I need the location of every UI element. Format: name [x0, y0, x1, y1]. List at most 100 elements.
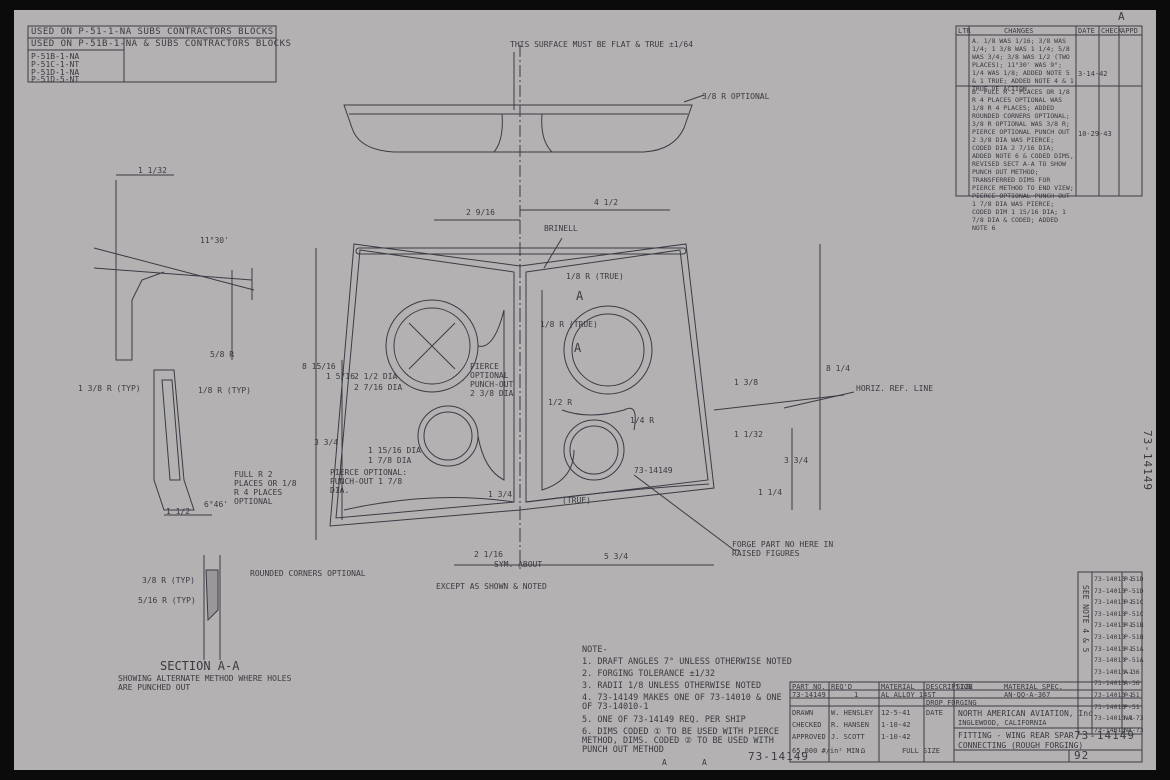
tb-label-approved: APPROVED	[792, 733, 826, 741]
flat-true-note: THIS SURFACE MUST BE FLAT & TRUE ±1/64	[510, 40, 694, 49]
margin-right-number: 73-14149	[1141, 430, 1154, 491]
true-label-1: 1/8 R (TRUE)	[566, 272, 624, 281]
section-marker-a2: A	[574, 341, 582, 355]
tb-label-drawn: DRAWN	[792, 709, 814, 717]
dim-3-3-4: 3 3/4	[784, 456, 809, 465]
tb-label-size: SIZE	[956, 683, 973, 691]
dash-table-model: P-51B	[1124, 621, 1144, 630]
tb-item: DROP FORGING	[926, 699, 977, 707]
revision-block-box	[955, 25, 1143, 197]
angle-label: 6°46'	[204, 500, 229, 509]
dia-upper-2: 2 7/16 DIA	[354, 383, 403, 392]
sym-about-label: SYM. ABOUT	[494, 560, 543, 569]
dash-table-part: 73-14010-1	[1094, 714, 1134, 723]
rev-a-text: A. 1/8 WAS 1/16; 3/8 WAS 1/4; 1 3/8 WAS …	[972, 37, 1074, 93]
dash-table-model: P-51A	[1124, 656, 1144, 665]
tb-strength: 65,000 #/in² MIN.	[792, 747, 864, 755]
part-ref-label: 73-14149	[634, 466, 673, 475]
dash-table-model: P-51B	[1124, 633, 1144, 641]
rev-header-ltr: LTR	[958, 27, 971, 35]
dash-table-model: P-51	[1124, 702, 1140, 711]
tb-size: G	[861, 747, 866, 755]
dim-1-1-4: 1 1/4	[758, 488, 783, 497]
dim-8-15-16: 8 15/16	[302, 362, 336, 371]
typ-label-3: 3/8 R (TYP)	[142, 576, 195, 585]
note-item: 4. 73-14149 MAKES ONE OF 73-14010 & ONE …	[582, 693, 782, 712]
tb-scale: FULL SIZE	[902, 747, 940, 755]
rev-header-changes: CHANGES	[1004, 27, 1034, 35]
used-on-box	[27, 25, 277, 83]
tb-date: 1-10-42	[881, 733, 911, 741]
dash-table-side-label: SEE NOTE 4 & 5	[1081, 585, 1090, 653]
margin-bottom-mark: A	[702, 758, 707, 767]
true-label-2: 1/8 R (TRUE)	[540, 320, 598, 329]
dash-table-part: 73-14010-1	[1094, 598, 1134, 607]
margin-bottom-number: 73-14149	[748, 750, 809, 763]
used-on-item: P-51C-1-NT	[31, 60, 80, 69]
tb-dwg-no: 73-14149	[1074, 729, 1135, 742]
tb-title-1: FITTING - WING REAR SPAR	[958, 731, 1074, 740]
typ-label-4: 5/16 R (TYP)	[138, 596, 196, 605]
rev-header-date: DATE	[1078, 27, 1095, 35]
tb-material: AL ALLOY 14ST	[881, 691, 936, 699]
tb-date: 1-10-42	[881, 721, 911, 729]
dash-table-model: A-36	[1124, 679, 1140, 688]
dash-table-part: 73-14010	[1094, 702, 1126, 711]
used-on-line-1: USED ON P-51-1-NA SUBS CONTRACTORS BLOCK…	[31, 27, 274, 37]
dim-1-1-2: 1 1/2	[166, 507, 191, 516]
tb-date: 12-5-41	[881, 709, 911, 717]
tb-sheet: 92	[1074, 749, 1090, 762]
dim-1-3-8: 1 3/8	[734, 378, 759, 387]
forge-part-note: FORGE PART NO HERE IN RAISED FIGURES	[732, 540, 834, 558]
tb-name: W. HENSLEY	[831, 709, 874, 717]
drawing-lines	[27, 25, 1143, 763]
tb-label-reqd: REQ'D	[831, 683, 853, 691]
dim-1-1-32: 1 1/32	[734, 430, 763, 439]
dash-table-part: 73-14010	[1094, 609, 1126, 618]
rev-a-date: 3-14-42	[1078, 70, 1108, 78]
dash-table-part: 73-14010-1	[1094, 691, 1134, 699]
tb-label-material: MATERIAL	[881, 683, 915, 691]
pierce-upper-label: PIERCE OPTIONAL PUNCH-OUT 2 3/8 DIA	[470, 362, 514, 398]
except-label: EXCEPT AS SHOWN & NOTED	[436, 582, 547, 591]
dim-1-3-4: 1 3/4	[488, 490, 513, 499]
margin-bottom-mark: A	[662, 758, 667, 767]
top-view-outline	[343, 104, 693, 153]
dim-r2: 1/4 R	[630, 416, 655, 425]
dash-table-model: P-51A	[1124, 644, 1144, 653]
dim-2-9-16: 2 9/16	[466, 208, 495, 217]
horiz-ref-line-label: HORIZ. REF. LINE	[856, 384, 934, 393]
tb-label-spec: MATERIAL SPEC.	[1004, 683, 1064, 691]
tb-label-checked: CHECKED	[792, 721, 822, 729]
rev-header-check: CHECK	[1101, 27, 1123, 35]
tb-label-description: DESCRIPTION	[926, 683, 973, 691]
used-on-item: P-51D-5-NT	[31, 75, 80, 84]
dash-table-model: P-51D	[1124, 586, 1144, 595]
tb-title-2: CONNECTING (ROUGH FORGING)	[958, 741, 1084, 750]
dash-table-model: NA-73	[1124, 714, 1144, 723]
side-section-outline	[115, 180, 165, 361]
dash-table-part: 73-14010-1	[1094, 575, 1134, 583]
dash-table-part: 73-14010	[1094, 586, 1126, 595]
used-on-line-2: USED ON P-51B-1-NA & SUBS CONTRACTORS BL…	[31, 39, 292, 49]
dash-table-part: 73-14010	[1094, 725, 1126, 734]
typ-label-2: 1/8 R (TYP)	[198, 386, 251, 395]
notes-title: NOTE-	[582, 645, 608, 655]
dash-table-model: A-36	[1124, 667, 1140, 676]
typ-label-1: 1 3/8 R (TYP)	[78, 384, 141, 393]
dim-1-5-16: 1 5/16	[326, 372, 355, 381]
tb-name: J. SCOTT	[831, 733, 865, 741]
section-title: SECTION A-A	[160, 659, 240, 673]
dim-3-3-4-left: 3 3/4	[314, 438, 339, 447]
tb-company: NORTH AMERICAN AVIATION, Inc.	[958, 709, 1098, 718]
corner-letter: A	[1118, 10, 1126, 23]
rev-header-appd: APPD	[1121, 27, 1138, 35]
full-r-note: FULL R 2 PLACES OR 1/8 R 4 PLACES OPTION…	[234, 470, 297, 506]
dash-table-model: P-51C	[1124, 598, 1144, 607]
tb-part-no: 73-14149	[792, 691, 826, 699]
dim-5-3-4: 5 3/4	[604, 552, 629, 561]
dash-table-model: P-51C	[1124, 609, 1144, 618]
dia-lower-1: 1 15/16 DIA	[368, 446, 421, 455]
dash-table-model: NA-73	[1124, 725, 1144, 734]
dim-8-1-4: 8 1/4	[826, 364, 851, 373]
